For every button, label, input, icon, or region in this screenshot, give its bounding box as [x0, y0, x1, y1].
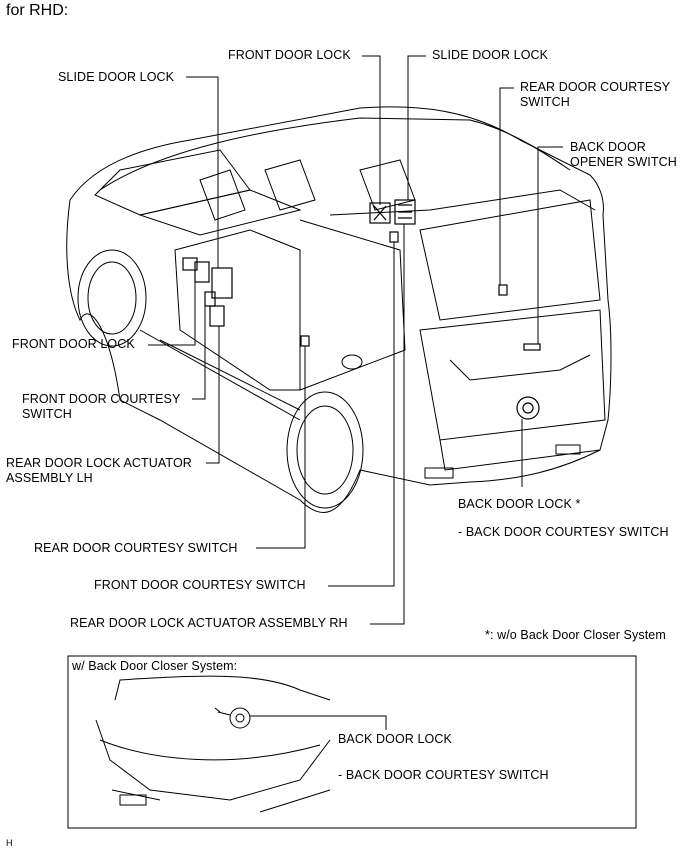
label-slide-door-lock-top: SLIDE DOOR LOCK — [432, 48, 549, 62]
back-door — [419, 309, 606, 441]
rear-wheel — [286, 391, 364, 509]
rear-window — [419, 199, 601, 321]
roof-line — [99, 117, 571, 191]
left-side-lock-cluster — [182, 257, 233, 327]
inset-vehicle-rear — [95, 675, 387, 813]
inset-label-back-door-lock: BACK DOOR LOCK — [338, 732, 452, 746]
slide-door-lock-component — [389, 199, 416, 243]
label-front-door-courtesy-switch-left: FRONT DOOR COURTESY SWITCH — [22, 392, 181, 421]
page-title: for RHD: — [6, 2, 69, 19]
label-rear-door-courtesy-switch-bottom: REAR DOOR COURTESY SWITCH — [34, 541, 238, 555]
rear-door-courtesy-switch-component — [498, 284, 508, 296]
side-door-opening — [174, 229, 301, 391]
label-back-door-lock: BACK DOOR LOCK * — [458, 497, 581, 511]
front-wheel — [77, 249, 147, 347]
inset-heading: w/ Back Door Closer System: — [72, 659, 238, 673]
label-back-door-courtesy-switch: - BACK DOOR COURTESY SWITCH — [458, 525, 669, 539]
corner-mark: H — [6, 838, 13, 848]
label-rear-door-lock-actuator-rh: REAR DOOR LOCK ACTUATOR ASSEMBLY RH — [70, 616, 348, 630]
back-door-opener-switch-component — [523, 343, 541, 351]
label-rear-door-courtesy-switch-top: REAR DOOR COURTESY SWITCH — [520, 80, 671, 109]
back-door-lock-component — [516, 396, 540, 420]
inset-frame — [67, 655, 637, 829]
inset-label-back-door-courtesy-switch: - BACK DOOR COURTESY SWITCH — [338, 768, 549, 782]
label-slide-door-lock-left: SLIDE DOOR LOCK — [58, 70, 175, 84]
vehicle-body-outline — [66, 106, 612, 513]
footnote: *: w/o Back Door Closer System — [485, 628, 666, 642]
label-back-door-opener-switch: BACK DOOR OPENER SWITCH — [570, 140, 677, 169]
label-rear-door-lock-actuator-lh: REAR DOOR LOCK ACTUATOR ASSEMBLY LH — [6, 456, 192, 485]
label-front-door-lock-top: FRONT DOOR LOCK — [228, 48, 351, 62]
label-front-door-lock-left: FRONT DOOR LOCK — [12, 337, 135, 351]
leader-lines — [148, 55, 563, 625]
windshield — [94, 149, 251, 216]
rear-courtesy-switch-side-component — [300, 335, 310, 347]
label-front-door-courtesy-switch-bottom: FRONT DOOR COURTESY SWITCH — [94, 578, 306, 592]
